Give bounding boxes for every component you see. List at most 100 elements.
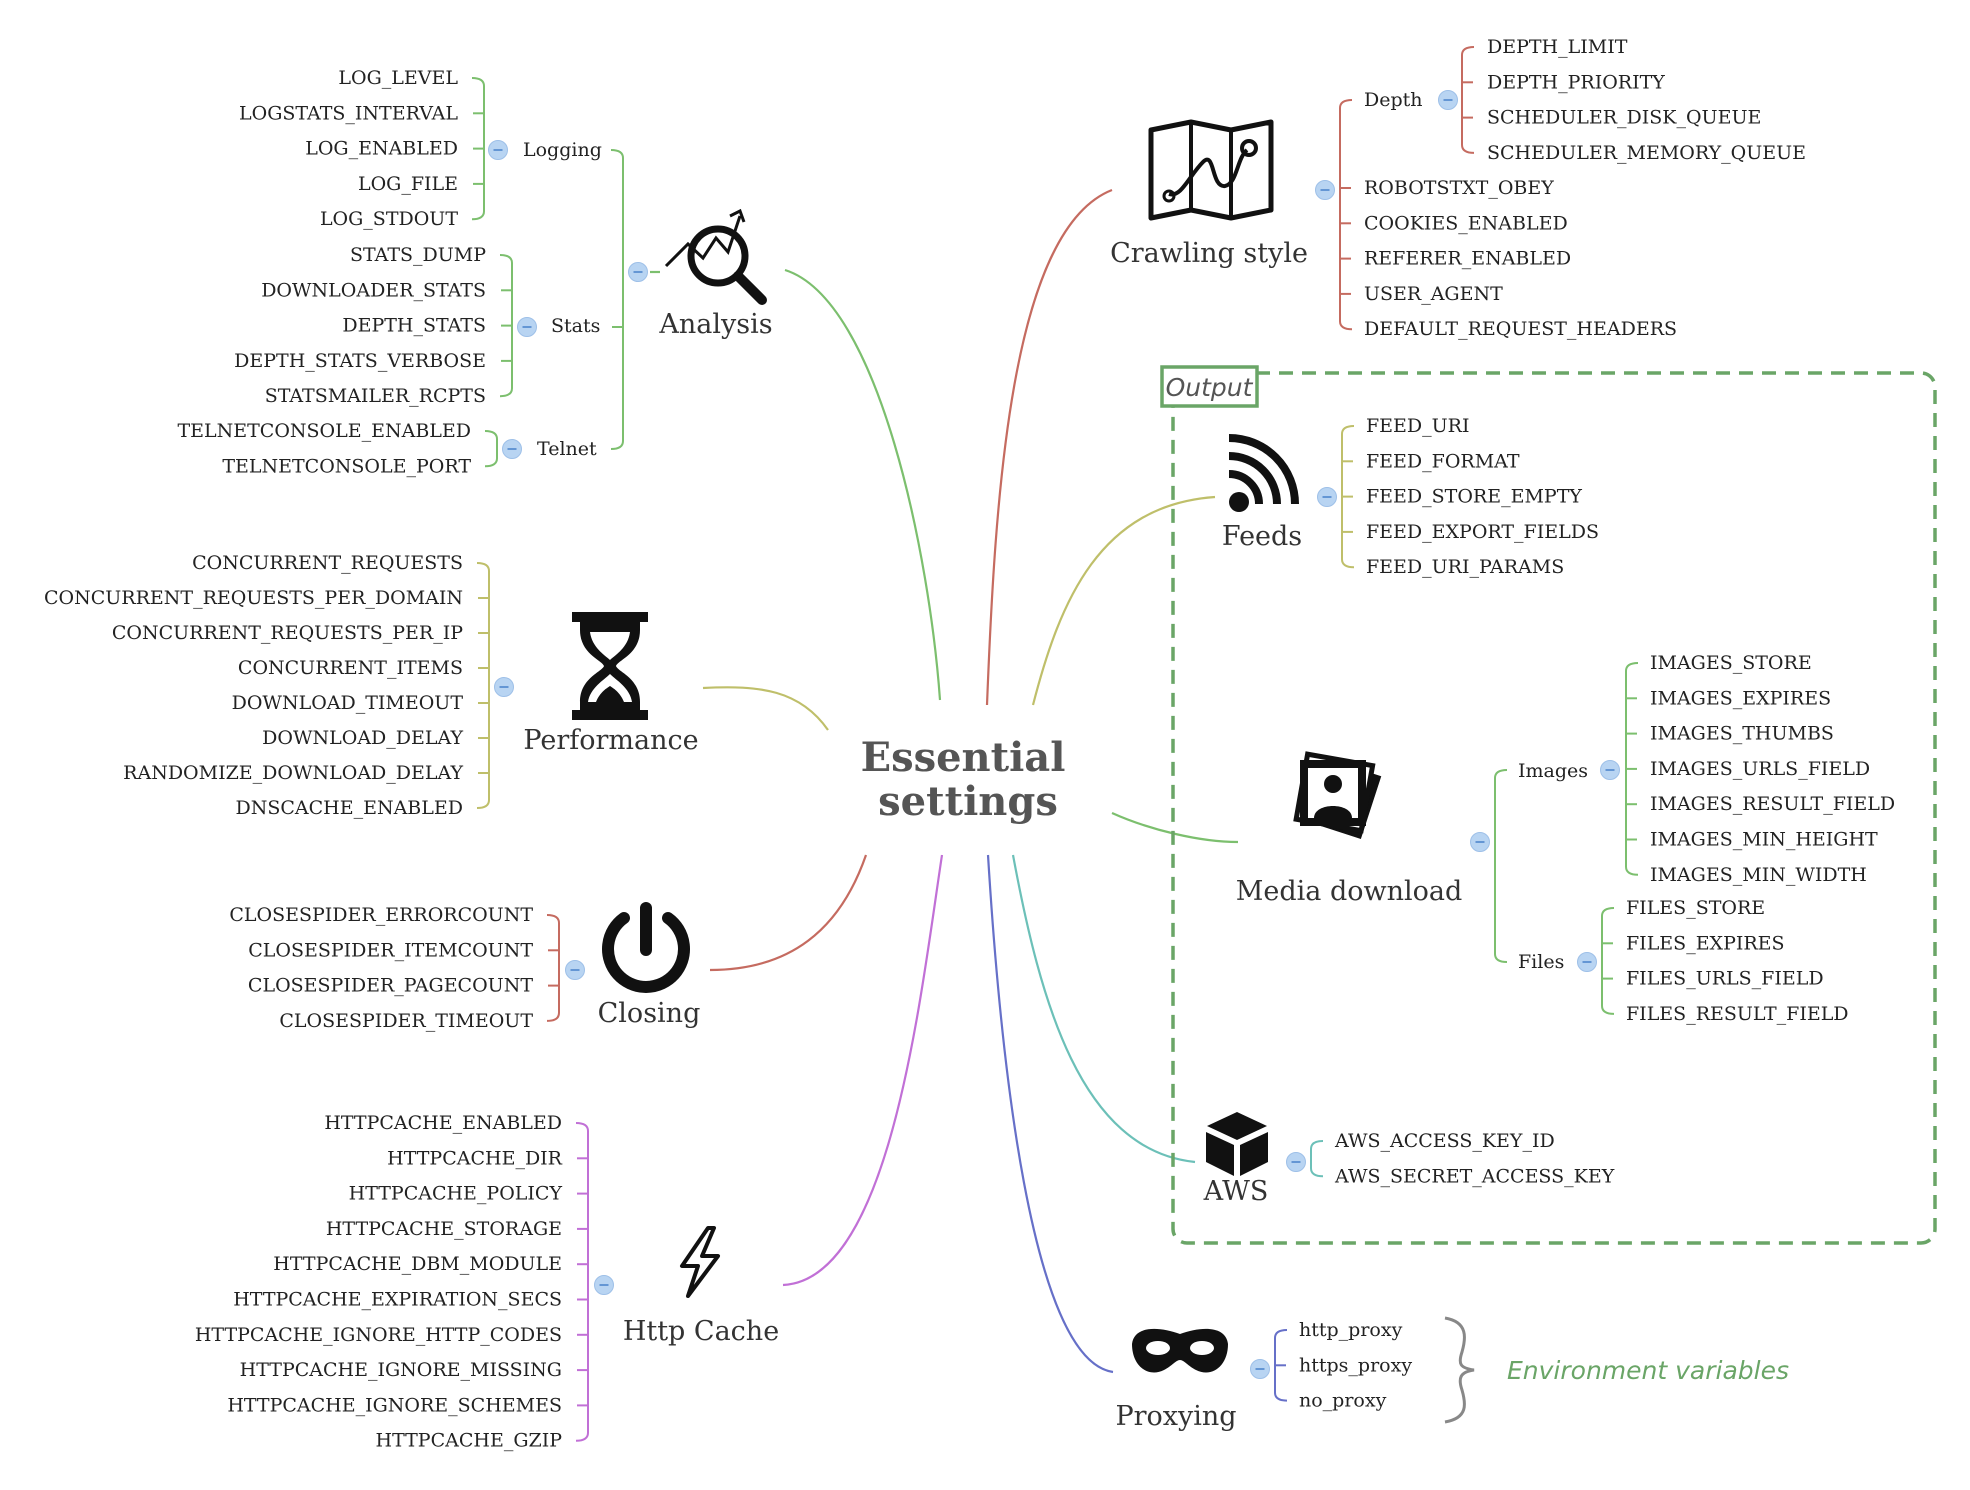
files-bracket [1601, 907, 1615, 1015]
closing-setting-item: CLOSESPIDER_ERRORCOUNT [229, 904, 533, 926]
proxying-setting-item: https_proxy [1299, 1354, 1412, 1376]
http-cache-bracket [575, 1122, 589, 1442]
stats-subtopic-label: Stats [551, 315, 600, 337]
images-collapse-button[interactable] [1600, 760, 1620, 780]
depth-setting-item: SCHEDULER_DISK_QUEUE [1487, 107, 1761, 129]
media-collapse-button[interactable] [1470, 832, 1490, 852]
analysis-collapse-button[interactable] [628, 262, 648, 282]
stats-setting-item: DEPTH_STATS [342, 315, 486, 337]
depth-setting-item: SCHEDULER_MEMORY_QUEUE [1487, 142, 1806, 164]
files-collapse-button[interactable] [1577, 952, 1597, 972]
crawling-setting-item: DEFAULT_REQUEST_HEADERS [1364, 318, 1677, 340]
analysis-branch-line [784, 268, 942, 701]
crawling-setting-item: REFERER_ENABLED [1364, 248, 1571, 270]
central-topic-line1: Essential [861, 734, 1066, 781]
feeds-setting-item: FEED_FORMAT [1366, 450, 1520, 472]
closing-branch-line [709, 854, 868, 972]
crawling-collapse-button[interactable] [1315, 180, 1335, 200]
performance-setting-item: CONCURRENT_ITEMS [238, 657, 463, 679]
telnet-setting-item: TELNETCONSOLE_ENABLED [177, 420, 471, 442]
telnet-bracket [484, 430, 498, 468]
performance-branch-line [702, 686, 829, 731]
depth-collapse-button[interactable] [1438, 90, 1458, 110]
rss-icon [1228, 434, 1299, 512]
http-cache-setting-item: HTTPCACHE_IGNORE_HTTP_CODES [195, 1324, 562, 1346]
logging-setting-item: LOG_FILE [358, 173, 458, 195]
stats-collapse-button[interactable] [517, 317, 537, 337]
media-branch-line [1111, 811, 1239, 844]
telnet-subtopic-label: Telnet [537, 438, 597, 460]
http-cache-setting-item: HTTPCACHE_DIR [387, 1147, 563, 1169]
files-subtopic-label: Files [1518, 951, 1564, 973]
http-cache-setting-item: HTTPCACHE_POLICY [349, 1183, 563, 1205]
leaf-item-layer: LOG_LEVELLOGSTATS_INTERVALLOG_ENABLEDLOG… [44, 36, 1895, 1452]
mask-icon [1132, 1328, 1228, 1373]
performance-setting-item: CONCURRENT_REQUESTS_PER_DOMAIN [44, 587, 463, 609]
depth-bracket [1461, 46, 1475, 154]
output-group-tag [1160, 365, 1259, 408]
http-cache-setting-item: HTTPCACHE_IGNORE_MISSING [240, 1359, 562, 1381]
stats-setting-item: DOWNLOADER_STATS [261, 279, 486, 301]
connector-layer [471, 46, 1639, 1442]
logging-setting-item: LOG_STDOUT [320, 208, 458, 230]
performance-setting-item: CONCURRENT_REQUESTS [192, 552, 463, 574]
telnet-setting-item: TELNETCONSOLE_PORT [222, 455, 471, 477]
performance-collapse-button[interactable] [494, 677, 514, 697]
lightning-icon [680, 1226, 720, 1298]
environment-variables-brace [1444, 1316, 1475, 1424]
images-setting-item: IMAGES_THUMBS [1650, 723, 1834, 745]
http-cache-collapse-button[interactable] [594, 1275, 614, 1295]
depth-setting-item: DEPTH_PRIORITY [1487, 71, 1665, 93]
closing-collapse-button[interactable] [565, 960, 585, 980]
proxying-setting-item: http_proxy [1299, 1319, 1403, 1341]
logging-subtopic-label: Logging [523, 139, 602, 161]
http-cache-setting-item: HTTPCACHE_GZIP [376, 1430, 563, 1452]
crawling-setting-item: ROBOTSTXT_OBEY [1364, 177, 1554, 199]
media-download-topic-label: Media download [1236, 876, 1463, 907]
closing-setting-item: CLOSESPIDER_PAGECOUNT [248, 975, 533, 997]
http-cache-setting-item: HTTPCACHE_IGNORE_SCHEMES [227, 1394, 562, 1416]
performance-setting-item: DOWNLOAD_DELAY [262, 727, 463, 749]
http-cache-topic-label: Http Cache [623, 1316, 779, 1347]
aws-setting-item: AWS_ACCESS_KEY_ID [1334, 1130, 1555, 1152]
aws-setting-item: AWS_SECRET_ACCESS_KEY [1334, 1165, 1615, 1187]
power-icon [602, 902, 690, 993]
analysis-subtopics-bracket [610, 149, 624, 450]
feeds-branch-line [1031, 495, 1216, 706]
stats-setting-item: DEPTH_STATS_VERBOSE [234, 350, 486, 372]
images-setting-item: IMAGES_MIN_WIDTH [1650, 864, 1867, 886]
files-setting-item: FILES_URLS_FIELD [1626, 968, 1824, 990]
images-setting-item: IMAGES_STORE [1650, 652, 1812, 674]
crawling-branch-line [985, 188, 1113, 706]
photos-icon [1293, 751, 1382, 840]
feeds-setting-item: FEED_URI [1366, 415, 1469, 437]
telnet-collapse-button[interactable] [502, 439, 522, 459]
logging-collapse-button[interactable] [488, 140, 508, 160]
performance-bracket [476, 562, 490, 809]
performance-setting-item: DNSCACHE_ENABLED [235, 797, 463, 819]
images-setting-item: IMAGES_URLS_FIELD [1650, 758, 1870, 780]
closing-setting-item: CLOSESPIDER_TIMEOUT [279, 1010, 533, 1032]
environment-variables-note: Environment variables [1507, 1356, 1789, 1385]
performance-topic-label: Performance [523, 725, 698, 756]
search-analytics-icon [664, 208, 767, 305]
crawling-style-topic-label: Crawling style [1110, 238, 1308, 269]
output-group-frame [1171, 371, 1937, 1245]
collapse-button-layer [488, 90, 1620, 1379]
crawling-setting-item: COOKIES_ENABLED [1364, 212, 1568, 234]
logging-setting-item: LOG_ENABLED [305, 138, 458, 160]
aws-branch-line [1011, 854, 1196, 1164]
feeds-collapse-button[interactable] [1317, 487, 1337, 507]
logging-setting-item: LOGSTATS_INTERVAL [239, 102, 458, 124]
aws-topic-label: AWS [1203, 1176, 1269, 1207]
media-subtopics-bracket [1494, 769, 1508, 963]
aws-collapse-button[interactable] [1286, 1152, 1306, 1172]
map-icon [1148, 119, 1274, 221]
http-cache-setting-item: HTTPCACHE_STORAGE [326, 1218, 562, 1240]
performance-setting-item: CONCURRENT_REQUESTS_PER_IP [112, 622, 463, 644]
performance-setting-item: DOWNLOAD_TIMEOUT [232, 692, 464, 714]
http-cache-setting-item: HTTPCACHE_DBM_MODULE [273, 1253, 562, 1275]
proxying-collapse-button[interactable] [1250, 1359, 1270, 1379]
feeds-setting-item: FEED_EXPORT_FIELDS [1366, 521, 1599, 543]
images-subtopic-label: Images [1518, 760, 1588, 782]
